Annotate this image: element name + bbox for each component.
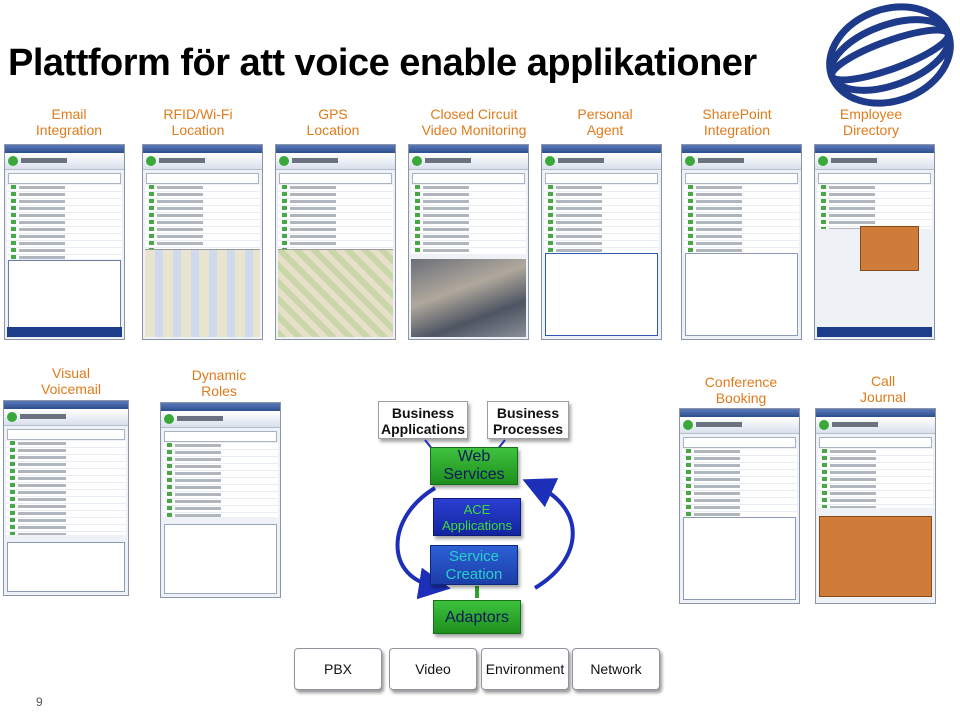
gps-location-screenshot [275, 144, 396, 340]
employee-directory-screenshot [814, 144, 935, 340]
sharepoint-integration-screenshot [681, 144, 802, 340]
loop-arrow-right [522, 478, 575, 590]
conference-booking-screenshot [679, 408, 800, 604]
backend-video: Video [389, 648, 477, 690]
backend-network: Network [572, 648, 660, 690]
adaptors-box: Adaptors [433, 600, 521, 634]
personal-agent-screenshot [541, 144, 662, 340]
dynamic-roles-screenshot [160, 402, 281, 598]
email-integration-screenshot [4, 144, 125, 340]
visual-voicemail-screenshot [3, 400, 129, 596]
backend-environment: Environment [481, 648, 569, 690]
loop-arrow-left [395, 486, 451, 600]
call-journal-screenshot [815, 408, 936, 604]
cctv-monitoring-screenshot [408, 144, 529, 340]
rfid-location-screenshot [142, 144, 263, 340]
backend-pbx: PBX [294, 648, 382, 690]
slide-title: Plattform för att voice enable applikati… [8, 42, 757, 84]
company-logo-icon [826, 3, 954, 107]
page-number: 9 [36, 695, 43, 709]
